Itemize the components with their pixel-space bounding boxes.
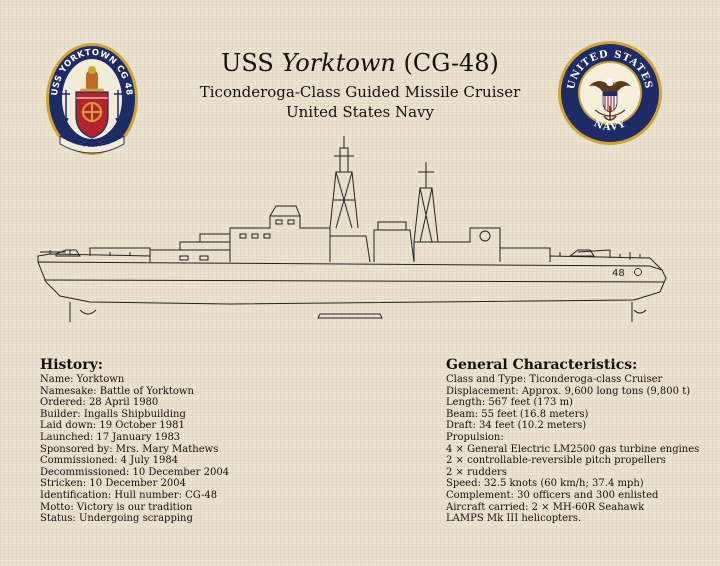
history-line: Decommissioned: 10 December 2004 — [40, 466, 230, 478]
page-title: USS Yorktown (CG-48) — [170, 48, 550, 78]
history-line: Name: Yorktown — [40, 374, 125, 385]
page-subtitle: Ticonderoga-Class Guided Missile Cruiser — [199, 83, 521, 101]
history-line: Laid down: 19 October 1981 — [40, 420, 185, 432]
history-line: Sponsored by: Mrs. Mary Mathews — [40, 443, 219, 455]
characteristics-line: Beam: 55 feet (16.8 meters) — [446, 408, 589, 420]
history-line: Ordered: 28 April 1980 — [40, 397, 159, 409]
characteristics-panel: General Characteristics: Class and Type:… — [446, 357, 716, 525]
characteristics-line: Aircraft carried: 2 × MH-60R Seahawk — [446, 501, 645, 513]
history-line: Identification: Hull number: CG-48 — [40, 489, 218, 501]
page-branch: United States Navy — [285, 103, 434, 121]
title-ship-name: Yorktown — [281, 49, 396, 77]
characteristics-line: 4 × General Electric LM2500 gas turbine … — [446, 443, 700, 455]
history-heading: History: — [40, 357, 103, 373]
characteristics-line: Class and Type: Ticonderoga-class Cruise… — [446, 374, 663, 385]
ship-hull-lines — [37, 136, 667, 322]
characteristics-line: Length: 567 feet (173 m) — [446, 397, 573, 409]
characteristics-heading: General Characteristics: — [446, 357, 638, 373]
ship-crest-icon: USS YORKTOWN CG 48 VICTORY IS OUR TRADIT… — [44, 40, 138, 155]
title-hull: (CG-48) — [403, 49, 499, 77]
history-line: Commissioned: 4 July 1984 — [40, 455, 179, 467]
characteristics-list: Class and Type: Ticonderoga-class Cruise… — [446, 374, 716, 525]
characteristics-line: Complement: 30 officers and 300 enlisted — [446, 489, 659, 501]
characteristics-line: 2 × rudders — [446, 466, 507, 478]
characteristics-line: 2 × controllable-reversible pitch propel… — [446, 455, 666, 467]
navy-seal-icon: UNITED STATES NAVY — [558, 41, 662, 145]
characteristics-line: Speed: 32.5 knots (60 km/h; 37.4 mph) — [446, 478, 644, 490]
title-prefix: USS — [221, 49, 274, 77]
title-block: USS Yorktown (CG-48) Ticonderoga-Class G… — [170, 48, 550, 122]
characteristics-line: Propulsion: — [446, 431, 504, 443]
history-line: Builder: Ingalls Shipbuilding — [40, 408, 186, 420]
history-line: Stricken: 10 December 2004 — [40, 478, 186, 490]
characteristics-line: LAMPS Mk III helicopters. — [446, 513, 582, 525]
ship-profile-drawing: 48 — [37, 136, 667, 322]
hull-number-label: 48 — [612, 268, 625, 279]
history-line: Status: Undergoing scrapping — [40, 513, 193, 525]
history-line: Namesake: Battle of Yorktown — [40, 385, 194, 397]
history-line: Motto: Victory is our tradition — [40, 501, 193, 513]
characteristics-line: Displacement: Approx. 9,600 long tons (9… — [446, 385, 691, 397]
svg-text:NAVY: NAVY — [592, 118, 628, 133]
history-line: Launched: 17 January 1983 — [40, 431, 181, 443]
characteristics-line: Draft: 34 feet (10.2 meters) — [446, 420, 587, 432]
